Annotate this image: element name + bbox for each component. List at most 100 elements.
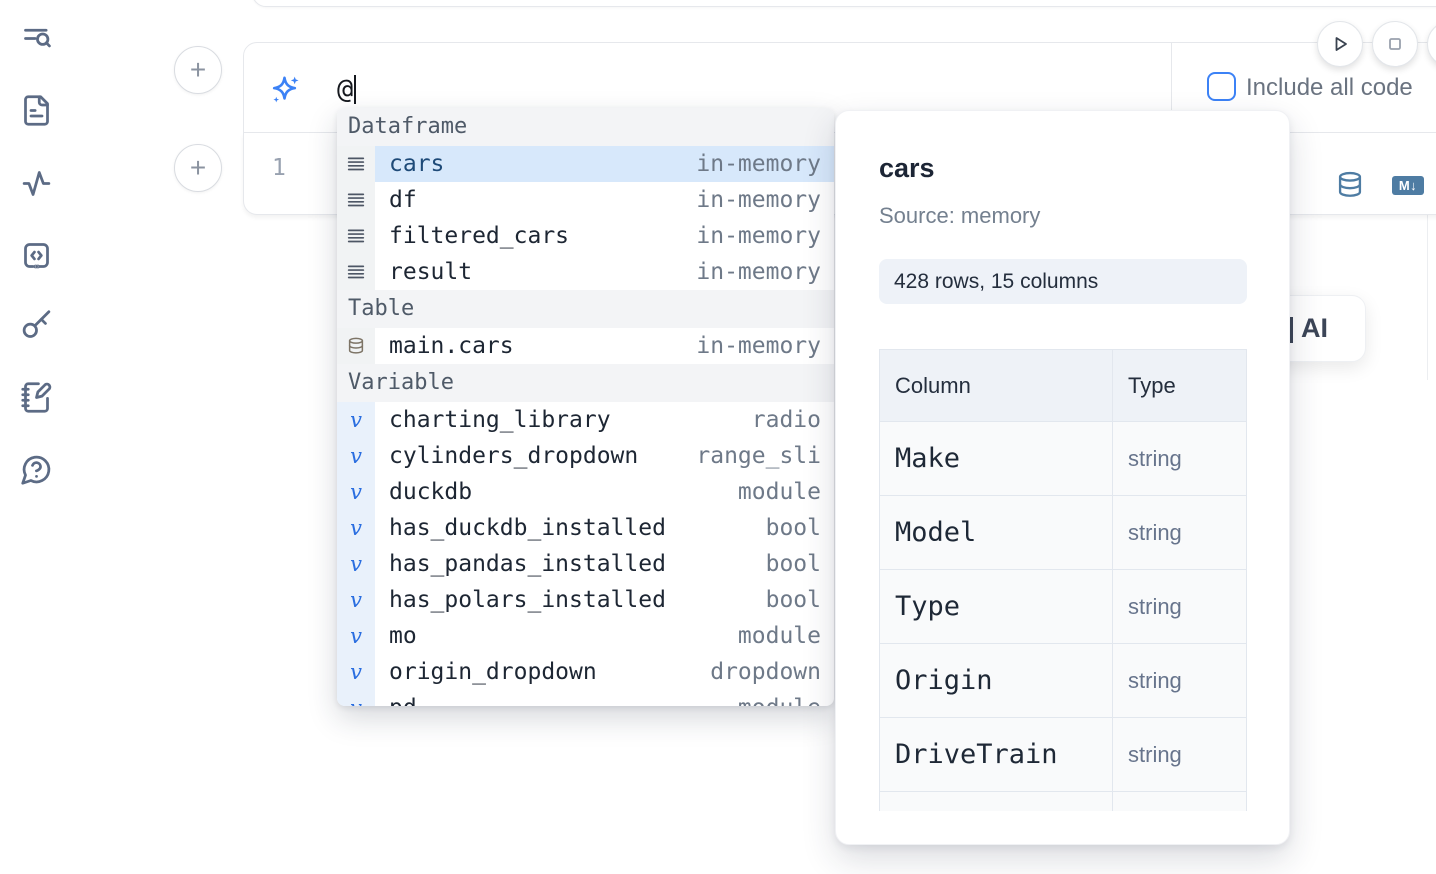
item-type: in-memory [696,259,821,285]
markdown-icon[interactable]: M↓ [1392,176,1424,195]
snippets-icon[interactable] [20,239,53,272]
item-name: main.cars [389,333,514,359]
add-cell-button-top[interactable]: + [174,46,222,94]
include-all-code-checkbox[interactable] [1207,72,1236,101]
item-gutter: v [337,654,375,690]
item-name: duckdb [389,479,473,505]
item-type: in-memory [696,223,821,249]
prompt-text: @ [337,74,354,105]
dataframe-icon [347,265,365,279]
column-name: Origin [880,644,1113,717]
variable-icon: v [350,697,362,706]
help-icon[interactable] [20,453,53,486]
item-body: pdmodule [375,690,834,706]
item-name: cars [389,151,445,177]
item-name: cylinders_dropdown [389,443,639,469]
item-type: in-memory [696,187,821,213]
dataframe-icon [347,229,365,243]
item-gutter: v [337,402,375,438]
dataframe-icon [347,193,365,207]
autocomplete-item-pd[interactable]: v pdmodule [337,690,834,706]
stop-cell-button[interactable] [1372,21,1418,67]
item-type: in-memory [696,333,821,359]
autocomplete-item-df[interactable]: df in-memory [337,182,834,218]
autocomplete-item-main.cars[interactable]: main.cars in-memory [337,328,834,364]
autocomplete-section-header: Dataframe [337,108,834,146]
item-name: mo [389,623,417,649]
keys-icon[interactable] [20,309,53,342]
scratchpad-icon[interactable] [20,381,53,414]
variable-icon: v [350,551,362,576]
ai-prompt-input[interactable]: @ [337,74,357,105]
variable-icon: v [350,587,362,612]
include-code-zone: Include all code [1171,43,1436,132]
schema-row-Origin: Origin string [880,643,1246,717]
item-name: result [389,259,473,285]
column-type: string [1128,520,1182,545]
add-cell-button-bottom[interactable]: + [174,144,222,192]
item-name: origin_dropdown [389,659,597,685]
item-body: filtered_cars in-memory [375,218,834,254]
column-type: string [1128,668,1182,693]
autocomplete-item-result[interactable]: result in-memory [337,254,834,290]
item-name: pd [389,695,417,706]
item-body: has_duckdb_installed bool [375,510,834,546]
activity-icon[interactable] [20,167,53,200]
table-of-contents-search-icon[interactable] [20,22,53,55]
item-name: filtered_cars [389,223,570,249]
run-cell-button[interactable] [1317,21,1363,67]
type-header: Type [1128,373,1176,398]
database-icon[interactable] [1336,171,1364,199]
column-name: Make [880,422,1113,495]
item-name: df [389,187,417,213]
autocomplete-item-filtered_cars[interactable]: filtered_cars in-memory [337,218,834,254]
text-cursor [354,75,357,104]
item-gutter [337,218,375,254]
item-type: bool [765,515,821,541]
item-gutter: v [337,546,375,582]
column-type: string [1128,742,1182,767]
autocomplete-item-has_duckdb_installed[interactable]: v has_duckdb_installed bool [337,510,834,546]
item-gutter [337,254,375,290]
column-header: Column [880,350,1113,421]
preview-title: cars [879,153,935,183]
item-name: has_duckdb_installed [389,515,666,541]
column-type: string [1128,594,1182,619]
item-gutter [337,182,375,218]
schema-table-header: Column Type [880,350,1246,421]
item-gutter: v [337,510,375,546]
item-body: cylinders_dropdown range_sli [375,438,834,474]
clipped-table-row [880,791,1246,811]
item-type: range_sli [696,443,821,469]
autocomplete-section-header: Variable [337,364,834,402]
item-name: has_polars_installed [389,587,666,613]
dataframe-icon [347,157,365,171]
item-gutter: v [337,582,375,618]
autocomplete-section-header: Table [337,290,834,328]
schema-row-Type: Type string [880,569,1246,643]
dataframe-preview-panel: cars Source: memory 428 rows, 15 columns… [835,110,1290,845]
item-gutter: v [337,690,375,706]
variable-icon: v [350,623,362,648]
file-icon[interactable] [20,94,53,127]
autocomplete-item-has_polars_installed[interactable]: v has_polars_installed bool [337,582,834,618]
item-gutter [337,328,375,364]
variable-icon: v [350,515,362,540]
item-type: bool [765,587,821,613]
clipped-letter [1289,317,1293,343]
column-name: Type [880,570,1113,643]
